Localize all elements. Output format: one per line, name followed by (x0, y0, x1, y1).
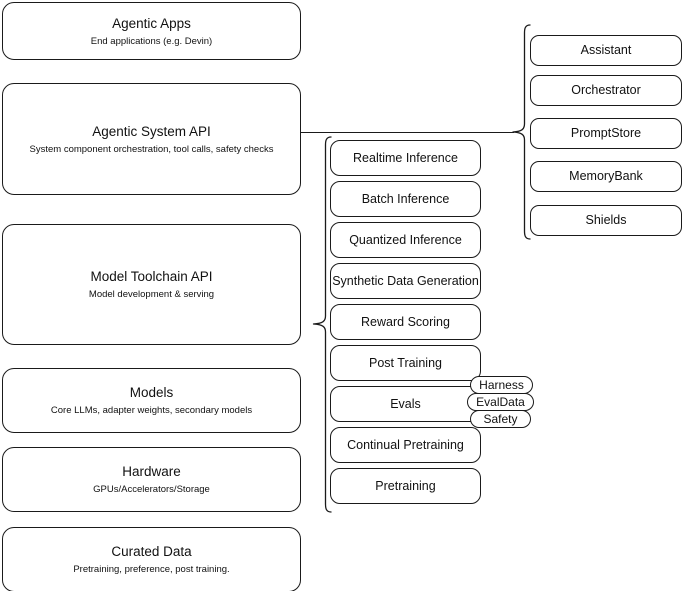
system-node-label: Shields (585, 213, 627, 227)
layer-subtitle: Model development & serving (88, 289, 215, 300)
system-node-label: Orchestrator (571, 83, 641, 97)
stack-layer-agentic-system-api[interactable]: Agentic System API System component orch… (2, 83, 301, 195)
toolchain-node-post-training[interactable]: Post Training (330, 345, 481, 381)
stack-layer-hardware[interactable]: Hardware GPUs/Accelerators/Storage (2, 447, 301, 512)
system-node-assistant[interactable]: Assistant (530, 35, 682, 66)
system-node-orchestrator[interactable]: Orchestrator (530, 75, 682, 106)
stack-layer-agentic-apps[interactable]: Agentic Apps End applications (e.g. Devi… (2, 2, 301, 60)
connector-system-api-to-components (301, 131, 514, 133)
layer-title: Agentic Apps (112, 15, 191, 31)
stack-layer-models[interactable]: Models Core LLMs, adapter weights, secon… (2, 368, 301, 433)
toolchain-node-label: Synthetic Data Generation (332, 273, 479, 288)
toolchain-node-continual-pretraining[interactable]: Continual Pretraining (330, 427, 481, 463)
layer-title: Hardware (122, 464, 181, 479)
toolchain-node-label: Post Training (369, 355, 442, 370)
layer-subtitle: GPUs/Accelerators/Storage (93, 484, 210, 495)
layer-subtitle: Pretraining, preference, post training. (73, 564, 230, 575)
system-node-shields[interactable]: Shields (530, 205, 682, 236)
evals-pill-harness[interactable]: Harness (470, 376, 533, 394)
toolchain-node-quantized-inference[interactable]: Quantized Inference (330, 222, 481, 258)
layer-title: Model Toolchain API (90, 269, 213, 284)
toolchain-node-label: Pretraining (375, 478, 436, 493)
toolchain-node-label: Realtime Inference (353, 150, 458, 165)
toolchain-node-pretraining[interactable]: Pretraining (330, 468, 481, 504)
layer-subtitle: System component orchestration, tool cal… (29, 143, 274, 155)
system-node-memorybank[interactable]: MemoryBank (530, 161, 682, 192)
evals-pill-evaldata[interactable]: EvalData (467, 393, 534, 411)
evals-pill-label: Safety (483, 412, 518, 426)
toolchain-node-label: Quantized Inference (349, 232, 462, 247)
evals-pill-label: Harness (479, 378, 524, 392)
system-node-promptstore[interactable]: PromptStore (530, 118, 682, 149)
stack-layer-model-toolchain-api[interactable]: Model Toolchain API Model development & … (2, 224, 301, 345)
brace-system-components (512, 24, 531, 240)
layer-title: Curated Data (111, 544, 192, 559)
evals-pill-safety[interactable]: Safety (470, 410, 531, 428)
layer-subtitle: End applications (e.g. Devin) (90, 35, 213, 47)
stack-layer-curated-data[interactable]: Curated Data Pretraining, preference, po… (2, 527, 301, 591)
toolchain-node-synthetic-data-generation[interactable]: Synthetic Data Generation (330, 263, 481, 299)
layer-title: Agentic System API (92, 123, 211, 139)
toolchain-node-evals[interactable]: Evals (330, 386, 481, 422)
toolchain-node-reward-scoring[interactable]: Reward Scoring (330, 304, 481, 340)
evals-pill-label: EvalData (476, 395, 525, 409)
toolchain-node-label: Continual Pretraining (347, 437, 464, 452)
brace-toolchain-components (312, 136, 332, 513)
toolchain-node-label: Evals (390, 396, 421, 411)
system-node-label: PromptStore (570, 126, 642, 140)
toolchain-node-label: Batch Inference (361, 191, 450, 206)
toolchain-node-realtime-inference[interactable]: Realtime Inference (330, 140, 481, 176)
system-node-label: MemoryBank (569, 169, 643, 183)
toolchain-node-batch-inference[interactable]: Batch Inference (330, 181, 481, 217)
toolchain-node-label: Reward Scoring (361, 314, 450, 329)
layer-title: Models (129, 385, 174, 400)
layer-subtitle: Core LLMs, adapter weights, secondary mo… (50, 405, 253, 416)
system-node-label: Assistant (580, 43, 632, 57)
